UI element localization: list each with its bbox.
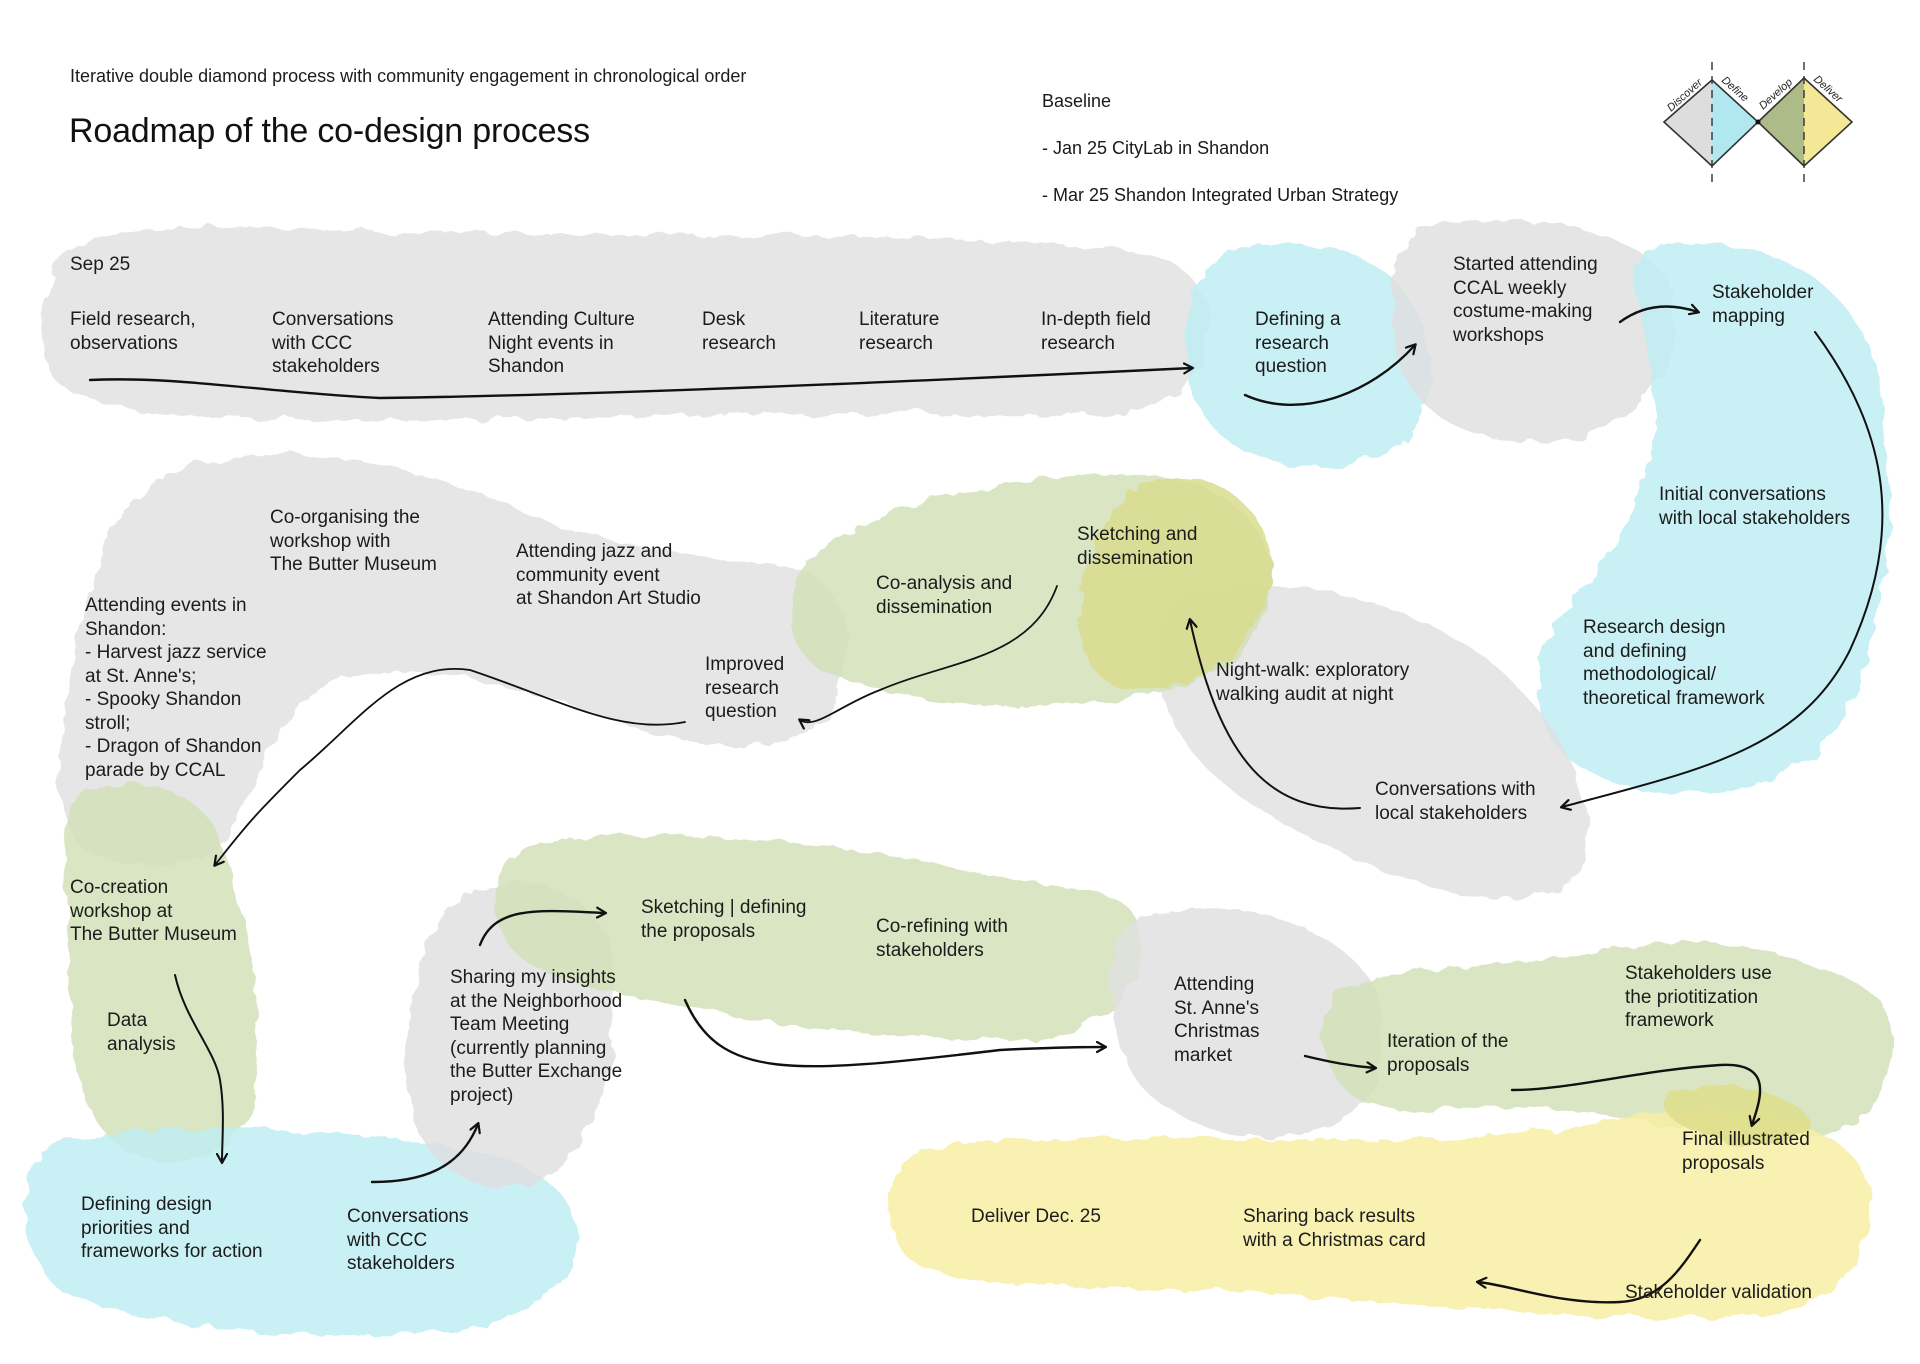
step-label: Attending St. Anne's Christmas market	[1174, 974, 1260, 1066]
arrow-proposals-to-market	[683, 998, 1105, 1068]
step-label: Desk research	[702, 309, 776, 354]
arrow-market-to-iteration	[1303, 1054, 1375, 1068]
step-label: In-depth field research	[1041, 309, 1151, 354]
blob-discover-row2	[59, 454, 848, 867]
step-label: Sharing back results with a Christmas ca…	[1243, 1206, 1426, 1251]
blob-discover-row1	[42, 227, 1208, 420]
step-label: Conversations with local stakeholders	[1375, 779, 1536, 824]
arrow-define-to-insights	[370, 1124, 478, 1184]
legend-develop-fill	[1758, 78, 1804, 166]
arrow-data-analysis	[174, 974, 223, 1162]
arrow-ccal-to-mapping	[1618, 306, 1698, 324]
arrow-row1	[88, 368, 1192, 400]
arrow-define-to-ccal	[1243, 345, 1415, 407]
legend-junction	[1755, 119, 1761, 125]
blob-discover-row2-right	[1158, 585, 1588, 899]
step-label: Stakeholder mapping	[1712, 282, 1814, 327]
blob-discover-market	[1110, 908, 1384, 1137]
step-label: Data analysis	[107, 1010, 176, 1055]
step-label: Field research, observations	[70, 309, 196, 354]
legend-define-fill	[1712, 80, 1758, 166]
step-label: Stakeholders use the priotitization fram…	[1625, 963, 1772, 1031]
blob-develop-proposals	[495, 833, 1142, 1040]
step-label: Co-analysis and dissemination	[876, 573, 1013, 618]
step-label: Literature research	[859, 309, 940, 354]
step-label: Attending jazz and community event at Sh…	[516, 541, 701, 609]
legend-deliver-fill	[1804, 78, 1852, 166]
double-diamond-legend: Discover Define Develop Deliver	[1662, 62, 1854, 185]
step-label: Sketching | defining the proposals	[641, 897, 807, 942]
blob-deliver	[890, 1110, 1870, 1318]
arrow-validation-to-sharing	[1478, 1238, 1702, 1304]
blob-develop-yellow	[1077, 478, 1272, 690]
legend-discover-fill	[1664, 80, 1712, 166]
step-label: Sharing my insights at the Neighborhood …	[450, 967, 623, 1106]
start-date-label: Sep 25	[70, 254, 131, 275]
arrow-mapping-to-conversations	[1562, 331, 1884, 807]
step-label: Initial conversations with local stakeho…	[1659, 484, 1851, 529]
step-label: Sketching and dissemination	[1077, 524, 1198, 569]
step-label: Iteration of the proposals	[1387, 1031, 1509, 1076]
blob-develop-iteration	[1322, 942, 1895, 1137]
blob-develop-left	[64, 783, 258, 1163]
blob-define-2	[1537, 242, 1890, 793]
step-label: Co-refining with stakeholders	[876, 916, 1008, 961]
step-label: Research design and defining methodologi…	[1583, 617, 1765, 709]
step-label: Co-organising the workshop with The Butt…	[270, 507, 437, 575]
step-label: Final illustrated proposals	[1682, 1129, 1810, 1174]
step-label: Co-creation workshop at The Butter Museu…	[70, 877, 237, 945]
arrow-insights-to-sketching	[478, 911, 605, 947]
end-date-label: Deliver Dec. 25	[971, 1206, 1101, 1227]
baseline-block: Baseline - Jan 25 CityLab in Shandon - M…	[1042, 66, 1398, 231]
blob-define-bottom	[24, 1128, 578, 1336]
step-label: Stakeholder validation	[1625, 1282, 1812, 1303]
arrow-conversations-to-sketching	[1190, 620, 1361, 810]
blob-define-1	[1186, 243, 1431, 468]
page-subtitle: Iterative double diamond process with co…	[70, 66, 747, 86]
arrow-iteration-to-final	[1510, 1063, 1762, 1125]
arrow-sketching-to-improved	[800, 585, 1058, 722]
step-label: Defining a research question	[1255, 309, 1341, 377]
baseline-heading: Baseline	[1042, 90, 1112, 111]
step-label: Started attending CCAL weekly costume-ma…	[1453, 254, 1598, 346]
step-label: Night-walk: exploratory walking audit at…	[1216, 660, 1410, 705]
baseline-item: - Mar 25 Shandon Integrated Urban Strate…	[1042, 184, 1399, 205]
step-label: Defining design priorities and framework…	[81, 1194, 263, 1262]
arrow-improved-to-cocreation	[215, 668, 686, 865]
step-label: Attending events in Shandon: - Harvest j…	[85, 595, 267, 781]
blob-discover-ccal	[1393, 219, 1675, 442]
step-label: Attending Culture Night events in Shando…	[488, 309, 635, 377]
step-label: Improved research question	[705, 654, 785, 722]
page-title: Roadmap of the co-design process	[69, 112, 590, 150]
step-label: Conversations with CCC stakeholders	[347, 1206, 469, 1274]
baseline-item: - Jan 25 CityLab in Shandon	[1042, 137, 1270, 158]
step-label: Conversations with CCC stakeholders	[272, 309, 394, 377]
blob-deliver-overlap	[1663, 1086, 1811, 1144]
